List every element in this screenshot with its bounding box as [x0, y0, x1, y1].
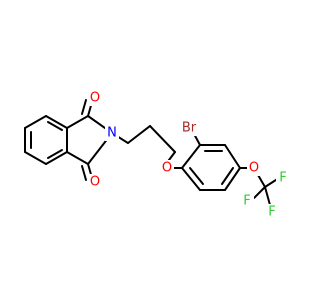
bond: [149, 125, 176, 153]
bromine-atom-label: Br: [182, 121, 197, 136]
fluorine-atom-label: F: [243, 194, 250, 209]
bond: [127, 125, 151, 144]
bond: [264, 186, 271, 206]
bond: [253, 186, 266, 199]
structure-drawing: O O N O Br O F F F: [24, 90, 290, 220]
aromatic-inner-bond: [189, 167, 204, 185]
bond: [181, 144, 201, 169]
bond: [224, 144, 241, 169]
bond: [181, 167, 201, 191]
carbonyl-bond: [81, 99, 87, 115]
aromatic-inner-bond: [47, 149, 63, 159]
benzo-ring: [24, 115, 68, 165]
oxygen-atom-label: O: [90, 91, 100, 106]
aromatic-inner-bond: [221, 167, 234, 185]
aryl-ring: [181, 144, 241, 191]
bond: [224, 167, 241, 191]
oxygen-atom-label: O: [90, 175, 100, 190]
carbonyl-bond: [81, 165, 87, 181]
oxygen-atom-label: O: [249, 161, 259, 176]
atom-labels: O O N O Br O F F F: [88, 90, 290, 220]
fluorine-atom-label: F: [279, 171, 286, 186]
fluorine-atom-label: F: [268, 205, 275, 220]
bond: [66, 115, 89, 129]
nitrogen-atom-label: N: [107, 126, 117, 141]
bond: [45, 151, 68, 165]
bond: [45, 115, 68, 129]
bond: [66, 151, 89, 165]
bond: [24, 115, 47, 129]
oxygen-atom-label: O: [162, 161, 172, 176]
bond: [24, 151, 47, 165]
aromatic-inner-bond: [47, 121, 63, 131]
molecule-diagram: O O N O Br O F F F: [24, 90, 290, 220]
